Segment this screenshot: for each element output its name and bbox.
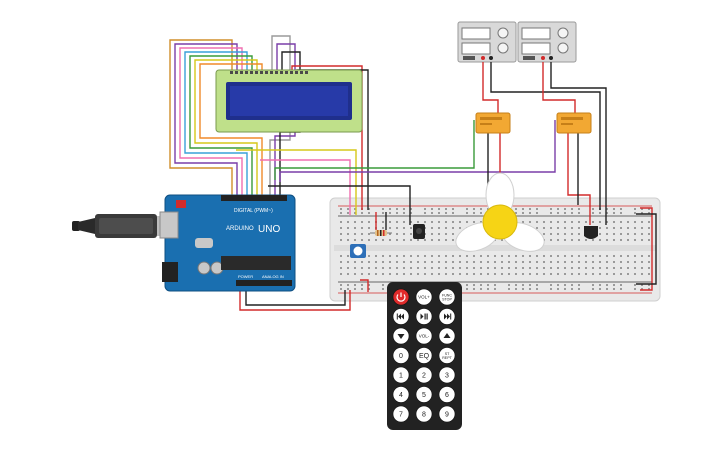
remote-button-vol-[interactable]: VOL-: [415, 327, 433, 345]
relay-left: [475, 112, 511, 134]
remote-button-label: FUNC: [442, 294, 452, 298]
remote-button-label: VOL-: [419, 334, 430, 339]
resistor: [370, 230, 392, 236]
remote-button-label: VOL+: [418, 295, 430, 300]
remote-button-label: 0: [399, 353, 403, 360]
remote-button-4[interactable]: 4: [392, 386, 410, 403]
remote-button-6[interactable]: 6: [438, 386, 456, 403]
potentiometer: [350, 244, 366, 258]
remote-button-3[interactable]: 3: [438, 366, 456, 384]
triangle-up-icon: [443, 333, 451, 338]
remote-button-label: 8: [422, 412, 426, 419]
remote-button-label: 7: [399, 412, 403, 419]
remote-button-label: 3: [445, 373, 449, 380]
arduino-analog-label: ANALOG IN: [262, 274, 284, 279]
remote-button-1[interactable]: 1: [392, 366, 410, 384]
rewind-icon: [396, 313, 404, 320]
remote-button-label: REPT: [442, 356, 452, 360]
remote-button-label: 4: [399, 392, 403, 399]
remote-button-label: STOP: [442, 298, 452, 302]
play-pause-icon: [420, 313, 428, 320]
ir-receiver: [413, 224, 425, 239]
remote-button-label: ST: [445, 352, 450, 356]
power-supply-right: [517, 21, 577, 63]
arduino-uno: DIGITAL (PWM~) ARDUINO UNO POWER ANALOG …: [159, 194, 296, 292]
arduino-brand-label: ARDUINO: [226, 226, 254, 232]
remote-button-eq[interactable]: EQ: [415, 347, 433, 364]
remote-button-label: 5: [422, 392, 426, 399]
remote-button-label: 6: [445, 392, 449, 399]
power-icon: [396, 292, 406, 302]
remote-button-5[interactable]: 5: [415, 386, 433, 403]
remote-button-up[interactable]: [438, 327, 456, 345]
remote-button-play[interactable]: [415, 308, 433, 325]
remote-button-9[interactable]: 9: [438, 405, 456, 423]
remote-button-label: 1: [399, 373, 403, 380]
remote-button-power[interactable]: [392, 288, 410, 306]
remote-button-8[interactable]: 8: [415, 405, 433, 423]
remote-button-0[interactable]: 0: [392, 347, 410, 364]
remote-button-label: 9: [445, 412, 449, 419]
relay-right: [556, 112, 592, 134]
power-supply-left: [457, 21, 517, 63]
arduino-digital-label: DIGITAL (PWM~): [234, 208, 273, 214]
fan: [455, 172, 545, 252]
remote-button-2[interactable]: 2: [415, 366, 433, 384]
lcd-display: [215, 69, 363, 133]
remote-button-down[interactable]: [392, 327, 410, 345]
triangle-down-icon: [397, 334, 405, 339]
transistor: [584, 226, 598, 239]
fast-forward-icon: [444, 313, 452, 320]
remote-button-vol-[interactable]: VOL+: [415, 288, 433, 306]
remote-button-prev[interactable]: [392, 308, 410, 325]
arduino-model-label: UNO: [258, 224, 280, 235]
arduino-power-label: POWER: [238, 274, 253, 279]
remote-button-label: EQ: [419, 353, 430, 360]
remote-button-7[interactable]: 7: [392, 405, 410, 423]
remote-button-label: 2: [422, 373, 426, 380]
usb-cable: [72, 214, 171, 238]
remote-button-next[interactable]: [438, 308, 456, 325]
